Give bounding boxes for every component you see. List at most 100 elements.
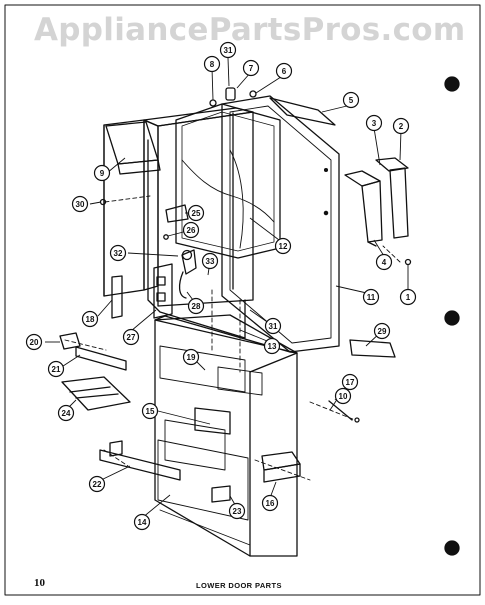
callout-circle [375, 253, 393, 271]
callout-circle [362, 288, 380, 306]
callout-28: 28 [187, 297, 205, 315]
callout-label: 12 [279, 242, 288, 251]
watermark: AppliancePartsPros.com [34, 12, 466, 48]
callout-label: 6 [282, 67, 287, 76]
callout-circle [187, 204, 205, 222]
callout-13: 13 [263, 337, 281, 355]
callout-label: 21 [52, 365, 61, 374]
callout-label: 22 [93, 480, 102, 489]
callout-4: 4 [375, 253, 393, 271]
callout-label: 15 [146, 407, 155, 416]
callout-layer: 1234567891011121314151617181920212223242… [25, 41, 417, 531]
registration-dot-bottom [444, 540, 460, 556]
callout-circle [109, 244, 127, 262]
callout-label: 31 [269, 322, 278, 331]
callout-17: 17 [341, 373, 359, 391]
small-fasteners [99, 87, 412, 266]
callout-circle [182, 221, 200, 239]
callout-label: 19 [187, 353, 196, 362]
callout-circle [373, 322, 391, 340]
registration-dot-top [444, 76, 460, 92]
door-liner [154, 314, 298, 557]
callout-label: 32 [114, 249, 123, 258]
callout-label: 4 [382, 258, 387, 267]
leader-lines [45, 57, 409, 519]
callout-circle [187, 297, 205, 315]
callout-31-top: 31 [219, 41, 237, 59]
callout-label: 18 [86, 315, 95, 324]
callout-circle [182, 348, 200, 366]
callout-label: 13 [268, 342, 277, 351]
callout-circle [274, 237, 292, 255]
callout-label: 3 [372, 119, 377, 128]
callout-19: 19 [182, 348, 200, 366]
callout-18: 18 [81, 310, 99, 328]
callout-23: 23 [228, 502, 246, 520]
callout-21: 21 [47, 360, 65, 378]
callout-label: 11 [367, 293, 376, 302]
callout-33: 33 [201, 252, 219, 270]
callout-circle [342, 91, 360, 109]
callout-7: 7 [242, 59, 260, 77]
page-border [4, 4, 481, 596]
callout-5: 5 [342, 91, 360, 109]
callout-label: 10 [339, 392, 348, 401]
callout-circle [141, 402, 159, 420]
callout-2: 2 [392, 117, 410, 135]
callout-label: 1 [406, 293, 411, 302]
callout-11: 11 [362, 288, 380, 306]
callout-22: 22 [88, 475, 106, 493]
callout-label: 16 [266, 499, 275, 508]
callout-circle [341, 373, 359, 391]
callout-20: 20 [25, 333, 43, 351]
callout-27: 27 [122, 328, 140, 346]
callout-32: 32 [109, 244, 127, 262]
callout-circle [88, 475, 106, 493]
callout-circle [399, 288, 417, 306]
page-number: 10 [34, 577, 45, 589]
callout-label: 8 [210, 60, 215, 69]
callout-label: 14 [138, 518, 147, 527]
callout-label: 24 [62, 409, 71, 418]
top-trim [269, 97, 336, 126]
callout-circle [203, 55, 221, 73]
callout-26: 26 [182, 221, 200, 239]
callout-6: 6 [275, 62, 293, 80]
callout-label: 25 [192, 209, 201, 218]
callout-circle [201, 252, 219, 270]
callout-circle [264, 317, 282, 335]
callout-label: 17 [346, 378, 355, 387]
callout-label: 2 [399, 122, 404, 131]
callout-circle [81, 310, 99, 328]
right-trims [261, 339, 396, 483]
callout-24: 24 [57, 404, 75, 422]
callout-label: 28 [192, 302, 201, 311]
callout-label: 23 [233, 507, 242, 516]
callout-circle [365, 114, 383, 132]
callout-1: 1 [399, 288, 417, 306]
callout-label: 33 [206, 257, 215, 266]
callout-label: 9 [100, 169, 105, 178]
callout-circle [122, 328, 140, 346]
callout-circle [334, 387, 352, 405]
callout-circle [93, 164, 111, 182]
callout-label: 5 [349, 96, 354, 105]
latch-parts [111, 204, 197, 319]
callout-label: 7 [249, 64, 254, 73]
callout-circle [263, 337, 281, 355]
shelf-parts [59, 332, 181, 481]
callout-circle [25, 333, 43, 351]
callout-3: 3 [365, 114, 383, 132]
callout-circle [71, 195, 89, 213]
registration-dot-middle [444, 310, 460, 326]
callout-label: 27 [127, 333, 136, 342]
callout-9: 9 [93, 164, 111, 182]
outer-door-frame [221, 95, 340, 353]
callout-circle [47, 360, 65, 378]
callout-label: 20 [30, 338, 39, 347]
door-frame-assembly [103, 107, 254, 339]
callout-circle [242, 59, 260, 77]
callout-10: 10 [334, 387, 352, 405]
